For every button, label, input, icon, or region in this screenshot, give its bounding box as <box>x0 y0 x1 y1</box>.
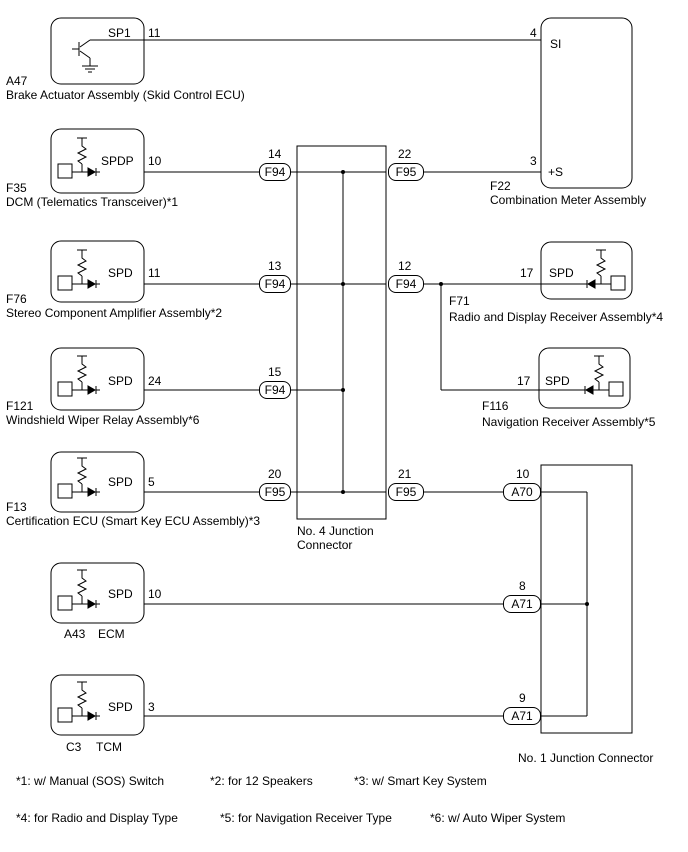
j4-right-conn-1: F94 <box>388 275 424 293</box>
f22-name: Combination Meter Assembly <box>490 193 647 207</box>
j4-right-pin-0: 22 <box>398 147 412 161</box>
f121-terminal: SPD <box>108 374 133 388</box>
j1-conn-1: A71 <box>503 595 541 613</box>
j4-left-conn-2: F94 <box>259 381 291 399</box>
j4-left-conn-3: F95 <box>259 483 291 501</box>
f76-terminal: SPD <box>108 266 133 280</box>
f116-box <box>538 347 631 409</box>
a47-pin: 11 <box>148 26 161 40</box>
a47-terminal: SP1 <box>108 26 131 40</box>
j4-left-conn-1: F94 <box>259 275 291 293</box>
f76-name: Stereo Component Amplifier Assembly*2 <box>6 306 223 320</box>
j1-conn-2: A71 <box>503 707 541 725</box>
a47-code: A47 <box>6 74 28 88</box>
f71-terminal: SPD <box>549 266 574 280</box>
f22-pin-s: 3 <box>530 154 537 168</box>
f121-pin: 24 <box>148 374 162 388</box>
a43-name: ECM <box>98 627 125 641</box>
f35-name: DCM (Telematics Transceiver)*1 <box>6 195 179 209</box>
f116-receiver-symbol <box>584 355 624 397</box>
f71-box <box>540 241 633 300</box>
j1-pin-0: 10 <box>516 467 530 481</box>
j4-left-pin-0: 14 <box>268 147 282 161</box>
f71-code: F71 <box>449 294 470 308</box>
f121-sender-symbol <box>57 355 100 397</box>
f35-terminal: SPDP <box>101 154 134 168</box>
j4-right-conn-0: F95 <box>388 163 424 181</box>
junction1-name: No. 1 Junction Connector <box>518 751 654 765</box>
j4-right-conn-2: F95 <box>388 483 424 501</box>
f116-terminal: SPD <box>545 374 570 388</box>
c3-code: C3 <box>66 740 82 754</box>
f13-terminal: SPD <box>108 475 133 489</box>
f121-name: Windshield Wiper Relay Assembly*6 <box>6 413 200 427</box>
f76-sender-symbol <box>57 249 100 291</box>
note-2: *2: for 12 Speakers <box>210 774 313 788</box>
f116-code: F116 <box>482 399 509 413</box>
f121-box <box>50 347 145 411</box>
j4-left-pin-1: 13 <box>268 259 282 273</box>
note-6: *6: w/ Auto Wiper System <box>430 811 566 825</box>
j4-right-pin-2: 21 <box>398 467 412 481</box>
f13-pin: 5 <box>148 475 155 489</box>
junction4-box <box>296 145 387 520</box>
note-4: *4: for Radio and Display Type <box>16 811 178 825</box>
j1-pin-1: 8 <box>519 579 526 593</box>
junction4-name-line1: No. 4 Junction <box>297 524 374 538</box>
f13-code: F13 <box>6 500 27 514</box>
a43-sender-symbol <box>57 569 100 611</box>
note-1: *1: w/ Manual (SOS) Switch <box>16 774 165 788</box>
a47-name: Brake Actuator Assembly (Skid Control EC… <box>6 88 245 102</box>
j4-left-pin-3: 20 <box>268 467 282 481</box>
f13-box <box>50 451 145 513</box>
junction4-name-line2: Connector <box>297 538 353 552</box>
f22-pin-si: 4 <box>530 26 537 40</box>
j4-right-pin-1: 12 <box>398 259 412 273</box>
f76-pin: 11 <box>148 266 161 280</box>
f22-terminal-s: +S <box>548 165 564 179</box>
f71-pin: 17 <box>520 266 534 280</box>
c3-sender-symbol <box>57 681 100 723</box>
f71-name: Radio and Display Receiver Assembly*4 <box>449 310 664 324</box>
c3-box <box>50 674 145 736</box>
f35-pin: 10 <box>148 154 162 168</box>
a43-box <box>50 562 145 624</box>
f76-code: F76 <box>6 292 27 306</box>
f35-code: F35 <box>6 181 27 195</box>
j4-left-pin-2: 15 <box>268 365 282 379</box>
a43-pin: 10 <box>148 587 162 601</box>
f71-receiver-symbol <box>586 249 626 291</box>
a43-code: A43 <box>64 627 86 641</box>
f22-code: F22 <box>490 179 511 193</box>
j1-conn-0: A70 <box>503 483 541 501</box>
junction1-box <box>540 464 633 734</box>
note-3: *3: w/ Smart Key System <box>354 774 487 788</box>
a47-box <box>50 17 145 85</box>
c3-terminal: SPD <box>108 700 133 714</box>
f22-terminal-si: SI <box>550 37 562 51</box>
f116-name: Navigation Receiver Assembly*5 <box>482 415 656 429</box>
f13-sender-symbol <box>57 457 100 499</box>
f35-sender-symbol <box>57 137 100 179</box>
f76-box <box>50 240 145 303</box>
f13-name: Certification ECU (Smart Key ECU Assembl… <box>6 514 261 528</box>
j1-pin-2: 9 <box>519 691 526 705</box>
a43-terminal: SPD <box>108 587 133 601</box>
note-5: *5: for Navigation Receiver Type <box>220 811 392 825</box>
f35-box <box>50 128 145 194</box>
f121-code: F121 <box>6 399 34 413</box>
c3-name: TCM <box>96 740 122 754</box>
j4-left-conn-0: F94 <box>259 163 291 181</box>
f116-pin: 17 <box>517 374 531 388</box>
c3-pin: 3 <box>148 700 155 714</box>
f22-box <box>540 17 633 189</box>
